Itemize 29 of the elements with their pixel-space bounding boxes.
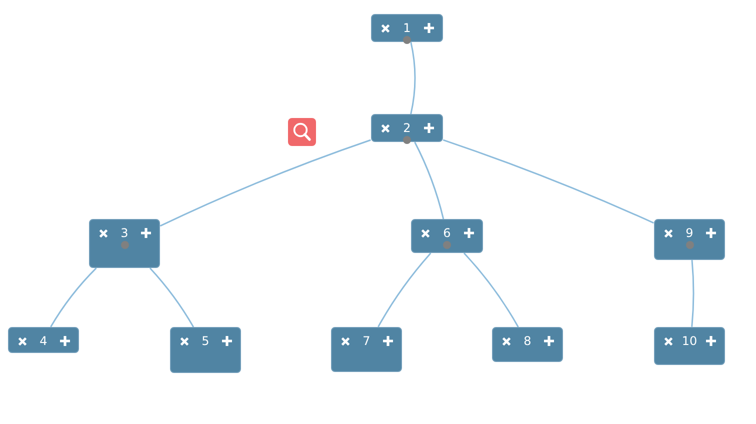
- connector-line: [410, 42, 416, 114]
- node-number: 4: [40, 334, 48, 348]
- node-number: 1: [403, 21, 411, 35]
- node-number: 3: [120, 226, 128, 240]
- tree-node-box: [170, 327, 241, 373]
- node-number: 8: [524, 334, 532, 348]
- node-number: 9: [686, 226, 694, 240]
- node-number: 6: [443, 226, 451, 240]
- connector-line: [414, 142, 444, 220]
- connector-line: [50, 268, 97, 328]
- tree-node-box: [331, 327, 402, 372]
- node-number: 7: [362, 334, 370, 348]
- tree-node-box: [654, 327, 725, 365]
- node-number: 2: [403, 121, 411, 135]
- tree-node-box: [411, 219, 483, 253]
- connector-line: [463, 252, 519, 328]
- connector-line: [378, 252, 432, 328]
- tree-node-box: [492, 327, 563, 362]
- node-number: 5: [202, 334, 210, 348]
- connector-line: [149, 268, 194, 328]
- connector-line: [160, 139, 371, 227]
- tree-node-box: [371, 14, 443, 42]
- connector-line: [691, 260, 694, 327]
- connector-line: [442, 139, 654, 224]
- tree-node-box: [654, 219, 725, 260]
- node-number: 10: [682, 334, 698, 348]
- tree-node-box: [8, 327, 79, 353]
- tree-node-box: [89, 219, 160, 268]
- tree-node-box: [371, 114, 443, 142]
